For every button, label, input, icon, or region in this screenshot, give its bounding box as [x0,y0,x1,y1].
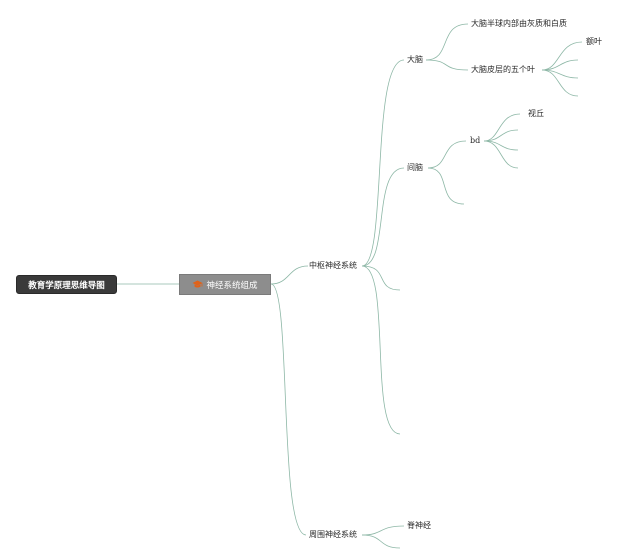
main-topic-label: 神经系统组成 [206,280,258,291]
connector-bd-4 [483,140,519,169]
connector-diencephalon-bd [427,140,467,169]
connector-bd-thalamus [483,113,521,142]
node-five-lobes-label: 大脑皮层的五个叶 [471,65,535,74]
node-diencephalon-label: 间脑 [407,163,423,172]
connector-main-peripheral [270,283,307,536]
connector-cerebrum-graywhite [425,23,469,61]
connector-lobes-2 [541,59,579,71]
connector-central-empty-1 [361,265,401,291]
node-frontal-label: 额叶 [586,37,602,46]
node-thalamus-label: 视丘 [528,109,544,118]
node-thalamus[interactable]: 视丘 [528,109,544,119]
connector-peripheral-empty [361,534,401,549]
node-peripheral-label: 周围神经系统 [309,530,357,539]
connector-bd-2 [483,129,519,142]
connector-lobes-4 [541,69,579,97]
node-cerebrum[interactable]: 大脑 [407,55,423,65]
main-topic-node[interactable]: 神经系统组成 [179,274,271,295]
root-node-label: 教育学原理思维导图 [28,280,105,291]
node-cerebrum-label: 大脑 [407,55,423,64]
node-diencephalon[interactable]: 间脑 [407,163,423,173]
connector-diencephalon-empty [427,167,465,205]
node-spinal-nerves-label: 脊神经 [407,521,431,530]
connector-central-empty-2 [361,265,401,435]
node-spinal-nerves[interactable]: 脊神经 [407,521,431,531]
connector-cerebrum-lobes [425,59,469,71]
root-node[interactable]: 教育学原理思维导图 [16,275,117,294]
node-peripheral-nervous-system[interactable]: 周围神经系统 [309,530,357,540]
graduation-cap-icon [192,280,203,289]
connector-central-cerebrum [361,59,405,267]
node-five-lobes[interactable]: 大脑皮层的五个叶 [471,65,535,75]
node-bd-label: bd [470,136,481,145]
connector-main-central [270,265,309,285]
connector-lobes-frontal [541,41,583,71]
node-gray-white-matter[interactable]: 大脑半球内部由灰质和白质 [471,19,567,29]
node-central-nervous-system[interactable]: 中枢神经系统 [309,261,357,271]
node-gray-white-label: 大脑半球内部由灰质和白质 [471,19,567,28]
connector-central-diencephalon [361,167,405,267]
connector-peripheral-spinal [361,525,405,536]
node-bd[interactable]: bd [470,136,480,146]
node-central-label: 中枢神经系统 [309,261,357,270]
node-frontal-lobe[interactable]: 额叶 [586,37,602,47]
connector-bd-3 [483,140,519,151]
